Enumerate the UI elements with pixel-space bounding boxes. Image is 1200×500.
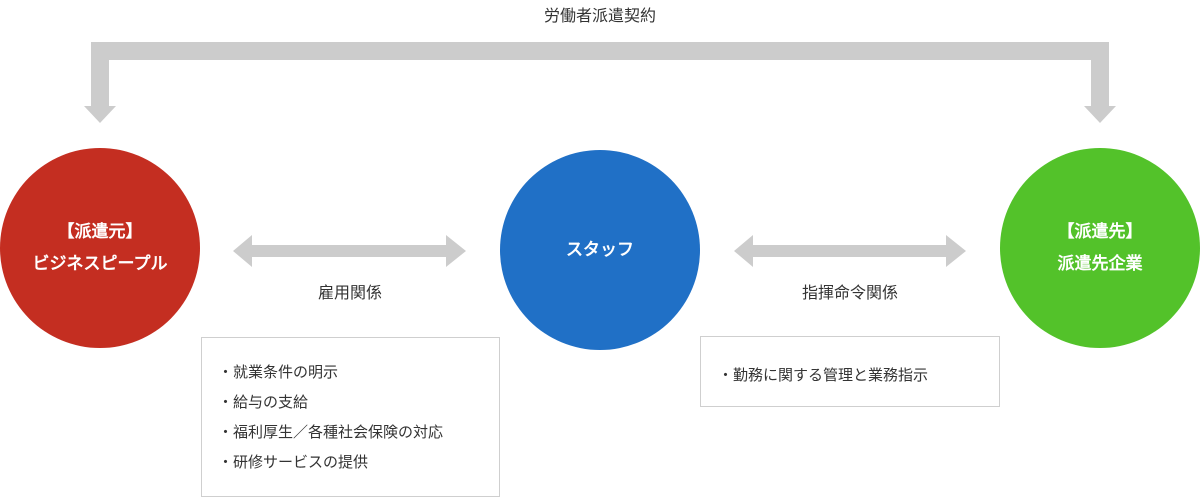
staff-node: スタッフ <box>500 150 700 350</box>
contract-bracket-arrow <box>84 42 1116 123</box>
employment-relation-label: 雇用関係 <box>317 283 382 302</box>
list-item: ・福利厚生／各種社会保険の対応 <box>218 423 444 441</box>
employment-double-arrow <box>233 235 466 267</box>
list-item: ・勤務に関する管理と業務指示 <box>718 366 929 384</box>
dispatch-source-tag: 【派遣元】 <box>57 222 143 242</box>
dispatch-source-name: ビジネスピープル <box>32 254 168 274</box>
list-item: ・研修サービスの提供 <box>218 453 369 471</box>
contract-label: 労働者派遣契約 <box>543 6 656 25</box>
dispatch-destination-node: 【派遣先】 派遣先企業 <box>1000 148 1200 348</box>
dispatch-source-node: 【派遣元】 ビジネスピープル <box>0 148 200 348</box>
command-relation-label: 指揮命令関係 <box>801 283 898 302</box>
list-item: ・就業条件の明示 <box>218 363 339 381</box>
dispatch-destination-name: 派遣先企業 <box>1057 254 1143 274</box>
employment-duties-box: ・就業条件の明示 ・給与の支給 ・福利厚生／各種社会保険の対応 ・研修サービスの… <box>201 337 500 497</box>
staff-label: スタッフ <box>566 240 634 260</box>
command-duties-box: ・勤務に関する管理と業務指示 <box>700 336 1000 407</box>
command-double-arrow <box>734 235 966 267</box>
list-item: ・給与の支給 <box>218 393 309 411</box>
dispatch-destination-tag: 【派遣先】 <box>1057 222 1143 242</box>
